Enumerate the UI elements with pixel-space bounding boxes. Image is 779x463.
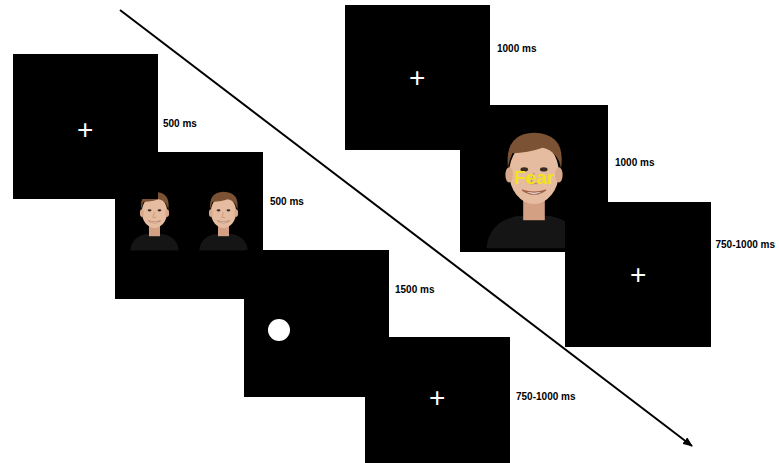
screen-box: + (565, 202, 711, 347)
fixation-cross: + (409, 64, 425, 92)
duration-label: 500 ms (163, 118, 197, 129)
emotion-word: Fear (514, 168, 554, 187)
screen-box: + (13, 54, 158, 199)
screen-box: + (365, 337, 510, 463)
fixation-cross: + (630, 261, 646, 289)
duration-label: 750-1000 ms (516, 391, 576, 402)
duration-label: 750-1000 ms (716, 239, 776, 250)
duration-label: 1000 ms (497, 43, 536, 54)
fixation-cross: + (429, 384, 445, 412)
duration-label: 1500 ms (395, 284, 434, 295)
fixation-cross: + (77, 116, 93, 144)
duration-label: 500 ms (270, 196, 304, 207)
duration-label: 1000 ms (615, 157, 654, 168)
